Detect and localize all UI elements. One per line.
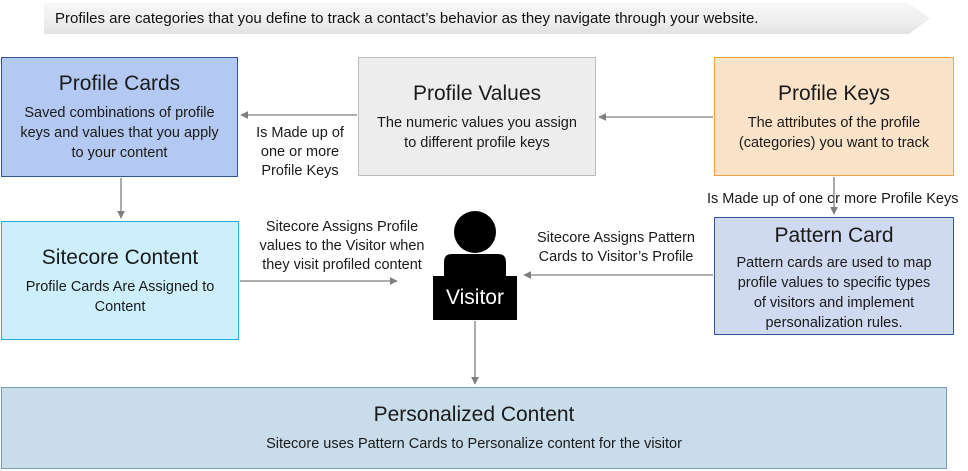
pattern-card-title: Pattern Card bbox=[774, 224, 894, 247]
assigns-profile-label: Sitecore Assigns Profile values to the V… bbox=[259, 219, 425, 273]
sitecore-content-title: Sitecore Content bbox=[41, 245, 199, 269]
sitecore-content-box: Sitecore Content Profile Cards Are Assig… bbox=[1, 221, 239, 340]
header-banner: Profiles are categories that you define … bbox=[44, 3, 930, 34]
profile-values-box: Profile Values The numeric values you as… bbox=[358, 57, 596, 176]
sitecore-content-desc: Profile Cards Are Assigned to Content bbox=[25, 278, 215, 315]
made-up-left-label: Is Made up of one or more Profile Keys bbox=[256, 125, 344, 179]
visitor-label: Visitor bbox=[446, 286, 504, 309]
personalized-content-title: Personalized Content bbox=[373, 403, 575, 426]
profile-values-desc: The numeric values you assign to differe… bbox=[377, 114, 577, 151]
pattern-card-box: Pattern Card Pattern cards are used to m… bbox=[714, 217, 954, 335]
visitor-head-icon bbox=[454, 211, 496, 253]
personalized-content-box: Personalized Content Sitecore uses Patte… bbox=[1, 387, 947, 469]
profile-keys-box: Profile Keys The attributes of the profi… bbox=[714, 57, 954, 176]
profile-keys-desc: The attributes of the profile (categorie… bbox=[738, 114, 930, 151]
profile-cards-desc: Saved combinations of profile keys and v… bbox=[20, 105, 219, 161]
profile-values-title: Profile Values bbox=[412, 81, 541, 105]
visitor-figure bbox=[433, 211, 517, 320]
profile-keys-title: Profile Keys bbox=[777, 81, 891, 105]
personalized-content-desc: Sitecore uses Pattern Cards to Personali… bbox=[266, 436, 682, 452]
pattern-card-desc: Pattern cards are used to map profile va… bbox=[736, 255, 932, 331]
profile-cards-box: Profile Cards Saved combinations of prof… bbox=[1, 57, 238, 177]
made-up-right-label: Is Made up of one or more Profile Keys bbox=[707, 191, 959, 207]
profile-cards-title: Profile Cards bbox=[58, 72, 181, 95]
visitor-label-box bbox=[433, 276, 517, 320]
visitor-body-icon bbox=[444, 254, 506, 276]
banner-text: Profiles are categories that you define … bbox=[55, 10, 759, 27]
assigns-pattern-label: Sitecore Assigns Pattern Cards to Visito… bbox=[537, 230, 695, 265]
